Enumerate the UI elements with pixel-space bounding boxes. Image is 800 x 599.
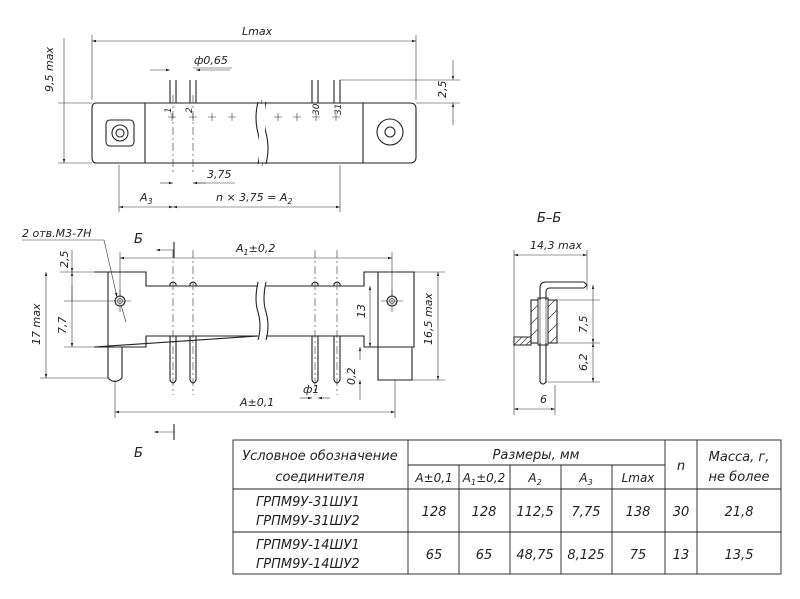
row1-name2: ГРПМ9У-31ШУ2	[256, 514, 360, 529]
section-title: Б–Б	[537, 211, 561, 226]
row2-n: 13	[673, 548, 690, 563]
section-mark-bottom: Б	[134, 446, 143, 461]
row2-mass: 13,5	[725, 548, 754, 563]
col-lmax-header: Lmax	[622, 471, 656, 485]
col-a-header: A±0,1	[414, 471, 452, 485]
pin-31-label: 31	[334, 104, 344, 115]
front-view: Б Б 2 отв.М3-7Н A1±0,2 2,5 7,7 17 max 13	[22, 227, 445, 461]
a-dimension: A±0,1	[239, 396, 274, 409]
top-view: 1 2 30 31 Lmax 9,5 max ф0,65 2,5 3,75	[43, 25, 460, 212]
col-a1-header: A1±0,2	[462, 471, 505, 487]
row2-name1: ГРПМ9У-14ШУ1	[256, 538, 360, 553]
spec-table: Условное обозначение соединителя Размеры…	[232, 439, 782, 575]
header-designation-1: Условное обозначение	[242, 449, 398, 464]
holes-note: 2 отв.М3-7Н	[22, 227, 91, 240]
row1-lmax: 138	[626, 505, 651, 520]
height-165-dimension: 16,5 max	[422, 293, 435, 345]
row1-a: 128	[422, 505, 447, 520]
header-sizes: Размеры, мм	[493, 448, 580, 463]
height-17-dimension: 17 max	[30, 303, 43, 345]
col-mass-header-2: не более	[709, 470, 770, 485]
pitch-dimension: 3,75	[207, 168, 232, 181]
row2-a1: 65	[476, 548, 493, 563]
a1-dimension: A1±0,2	[235, 242, 275, 257]
section-h75-dimension: 7,5	[577, 316, 590, 334]
row1-n: 30	[673, 505, 690, 520]
height-max-dimension: 9,5 max	[43, 47, 56, 92]
pin-1-label: 1	[164, 107, 174, 113]
col-n-header: n	[677, 459, 685, 474]
row2-a2: 48,75	[516, 548, 553, 563]
col-mass-header-1: Масса, г,	[709, 450, 770, 465]
a3-dimension: A3	[139, 191, 153, 206]
row1-name1: ГРПМ9У-31ШУ1	[256, 495, 360, 510]
section-h62-dimension: 6,2	[577, 354, 590, 372]
height-77-dimension: 7,7	[56, 317, 69, 335]
row1-a3: 7,75	[572, 505, 601, 520]
section-view: Б–Б 14,3 max	[513, 211, 600, 415]
offset-dimension: 2,5	[436, 81, 449, 99]
row2-lmax: 75	[630, 548, 647, 563]
col-a3-header: A3	[578, 471, 592, 487]
section-mark-top: Б	[134, 232, 143, 247]
pin-2-label: 2	[185, 107, 195, 113]
col-a2-header: A2	[527, 471, 541, 487]
left-offset-dimension: 2,5	[58, 251, 71, 269]
header-designation-2: соединителя	[275, 470, 364, 485]
row2-name2: ГРПМ9У-14ШУ2	[256, 557, 360, 572]
gap-02-dimension: 0,2	[345, 368, 358, 386]
pin-30-label: 30	[312, 103, 322, 115]
pitch-formula-dimension: n × 3,75 = A2	[216, 191, 293, 206]
lmax-dimension: Lmax	[242, 25, 273, 38]
section-w6-dimension: 6	[540, 393, 547, 406]
row1-mass: 21,8	[725, 505, 754, 520]
height-13-dimension: 13	[355, 304, 368, 318]
pin-diameter-dimension: ф0,65	[194, 54, 228, 67]
row1-a1: 128	[472, 505, 497, 520]
row2-a: 65	[426, 548, 443, 563]
pin-diameter-1: ф1	[303, 383, 319, 396]
row2-a3: 8,125	[567, 548, 604, 563]
row1-a2: 112,5	[516, 505, 553, 520]
section-width-dimension: 14,3 max	[530, 239, 582, 252]
